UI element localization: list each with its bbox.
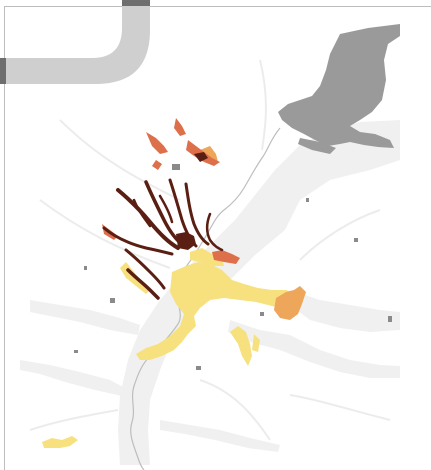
ponds [74,164,392,370]
pond [196,366,201,370]
zone-orange [274,286,306,320]
brown-blob-north [194,152,208,162]
zone-yellow-core [136,262,300,360]
pond [110,298,115,303]
brown-channel-5 [102,226,174,256]
corner-tab-arc [0,0,150,84]
water-spit [298,138,336,154]
zone-yellow [42,248,300,448]
zone-coral [102,118,240,264]
trib-2 [59,119,181,201]
trib-4 [299,209,381,261]
brown-channel-9 [132,198,152,228]
trib-6 [29,409,119,431]
valley-southwest [20,360,125,396]
pond [172,164,180,170]
brown-blob [176,232,196,250]
coral-small [152,160,162,170]
brown-channel-7 [126,268,160,300]
coral-north-1 [146,132,168,154]
pond [84,266,87,270]
brown-channel-4 [184,182,210,246]
brown-channel-6 [124,248,166,290]
corner-tab-dark-left [0,58,6,84]
pond [388,316,392,322]
trib-7 [199,379,271,441]
zone-yellow-branch-b [252,334,260,352]
tributaries [29,59,391,441]
pond [74,350,78,353]
valley-west [30,300,140,335]
pond [306,198,309,202]
zone-yellow-southwest [42,436,78,448]
water-body-lake [278,24,400,148]
brown-channel-8 [205,212,224,252]
brown-channel-1 [116,188,180,250]
pond [354,238,358,242]
zone-yellow-north [190,248,224,266]
frame-border-top [4,6,431,7]
trib-5 [289,394,391,421]
trib-1 [39,199,171,269]
trib-3 [259,59,267,151]
corner-tab-dark-top [122,0,150,6]
corner-tab-icon [0,0,150,84]
valley-southeast [228,320,400,378]
valley-east [290,290,400,332]
pond [260,312,264,316]
zone-yellow-branch [230,326,252,366]
frame-border-left [4,6,5,470]
valley-south [160,420,280,452]
coral-north-3 [174,118,186,136]
brown-channel-10 [158,194,174,224]
coral-east [212,250,240,264]
